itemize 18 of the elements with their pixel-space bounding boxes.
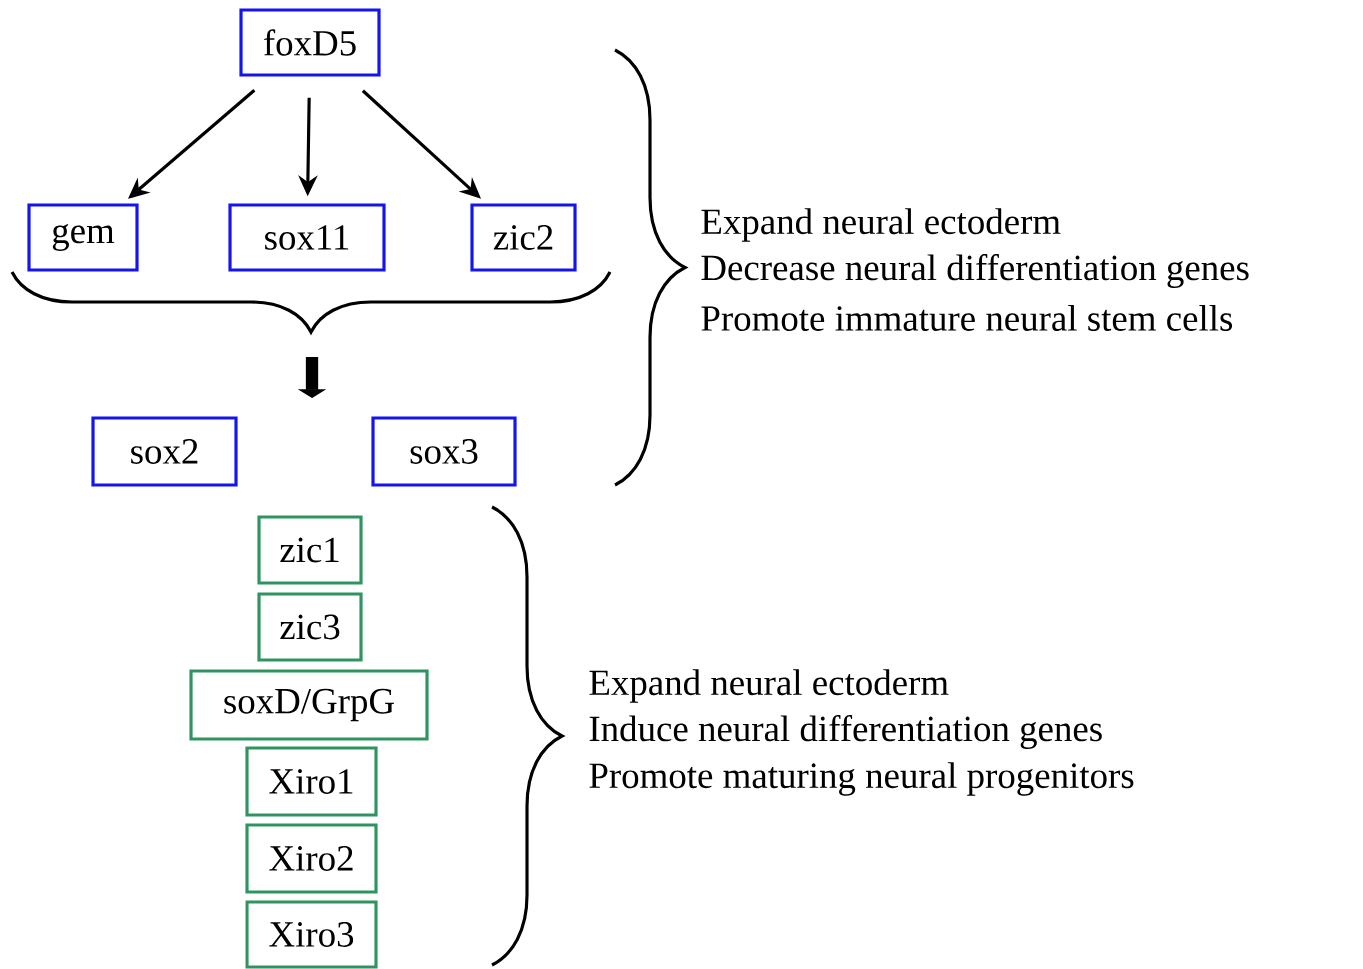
gene-box: Xiro2: [245, 823, 378, 894]
gene-box: sox3: [371, 416, 517, 487]
gene-box: soxD/GrpG: [189, 669, 429, 741]
gene-box: Xiro3: [245, 900, 378, 969]
gene-box: gem: [27, 203, 139, 272]
annotation-text: Promote immature neural stem cells: [701, 305, 1233, 331]
gene-box: zic2: [470, 203, 577, 272]
annotation-text: Expand neural ectoderm: [589, 669, 949, 703]
annotation-text: Expand neural ectoderm: [701, 208, 1061, 242]
annotation-text: Decrease neural differentiation genes: [701, 254, 1249, 288]
gene-box: zic1: [257, 515, 363, 585]
gene-box: foxD5: [239, 8, 381, 77]
gene-box: sox2: [91, 416, 238, 487]
gene-box: sox11: [228, 203, 386, 272]
gene-box: Xiro1: [245, 746, 378, 817]
annotation-text: Promote maturing neural progenitors: [589, 762, 1134, 796]
annotation-text: Induce neural differentiation genes: [589, 715, 1102, 749]
gene-box: zic3: [257, 592, 363, 662]
